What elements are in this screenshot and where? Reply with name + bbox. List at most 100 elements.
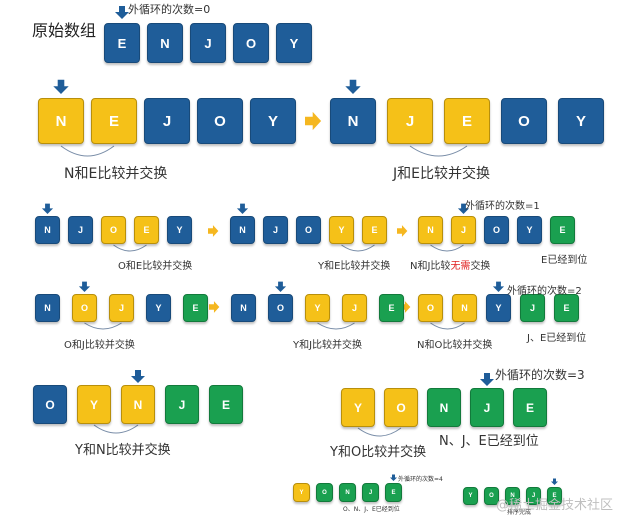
row5-left-box-2: O [316,483,333,502]
row2-c-box-4: Y [517,216,542,244]
row4-right-box-4: J [470,388,504,427]
row2-flow-arrow-2 [397,225,408,237]
row2-c-pointer [457,203,470,214]
row2-a-box-4: E [134,216,159,244]
page-title: 原始数组 [32,21,97,40]
step0-loop-label: 外循环的次数=0 [128,3,211,16]
row3-a-caption: O和J比较并交换 [64,340,135,351]
row1-left-box-3: J [144,98,190,144]
row5-right-box-2: O [484,487,499,505]
row5-right-box-3: N [505,487,520,505]
row3-c-box-5: E [554,294,579,322]
row5-left-pointer [390,474,397,481]
row1-left-caption: N和E比较并交换 [64,166,168,182]
row1-right-box-3: E [444,98,490,144]
row1-left-box-5: Y [250,98,296,144]
row2-c-caption-prefix: N和J比较 [410,261,451,272]
row2-b-box-3: O [296,216,321,244]
row2-b-box-1: N [230,216,255,244]
row4-right-loop-label: 外循环的次数=3 [495,368,585,382]
row4-left-caption: Y和N比较并交换 [75,443,171,458]
row3-b-box-5: E [379,294,404,322]
row3-c-curve [430,322,465,330]
row5-right-box-4: J [526,487,541,505]
row5-left-box-1: Y [293,483,310,502]
row1-left-box-1: N [38,98,84,144]
step0-box-5: Y [276,23,312,63]
row2-a-box-3: O [101,216,126,244]
row3-a-curve [84,322,122,330]
row2-c-box-5: E [550,216,575,244]
row2-b-box-2: J [263,216,288,244]
row2-c-box-2: J [451,216,476,244]
row4-left-box-2: Y [77,385,111,424]
step0-pointer [115,6,129,19]
row3-a-box-3: J [109,294,134,322]
row2-a-pointer [41,203,54,214]
row2-a-box-1: N [35,216,60,244]
row4-right-box-1: Y [341,388,375,427]
row4-left-box-5: E [209,385,243,424]
row2-a-box-5: Y [167,216,192,244]
row2-c-loop-label: 外循环的次数=1 [465,201,540,212]
row4-right-box-3: N [427,388,461,427]
row5-right-pointer [551,478,558,485]
row3-a-box-2: O [72,294,97,322]
row3-b-curve [317,322,355,330]
row2-b-box-4: Y [329,216,354,244]
row3-b-box-4: J [342,294,367,322]
step0-box-4: O [233,23,269,63]
row2-flow-arrow-1 [208,225,219,237]
row4-right-box-2: O [384,388,418,427]
row2-b-curve [341,244,375,252]
row2-b-box-5: E [362,216,387,244]
row2-b-pointer [236,203,249,214]
step0-box-2: N [147,23,183,63]
row3-a-box-5: E [183,294,208,322]
row5-left-box-4: J [362,483,379,502]
row1-left-pointer [53,79,69,94]
row2-c-caption-suffix: 交换 [470,261,491,272]
row1-left-box-4: O [197,98,243,144]
row3-c-note: J、E已经到位 [527,333,587,344]
row2-c-box-3: O [484,216,509,244]
row2-c-box-1: N [418,216,443,244]
row1-right-box-1: N [330,98,376,144]
row3-c-box-1: O [418,294,443,322]
row4-right-curve [357,427,402,437]
row4-right-pointer [480,373,494,386]
row3-a-pointer [78,281,91,292]
row1-left-curve [60,145,115,157]
row5-left-loop-label: 外循环的次数=4 [398,476,443,483]
row5-left-box-5: E [385,483,402,502]
row3-c-box-4: J [520,294,545,322]
row2-a-curve [113,244,147,252]
row1-left-box-2: E [91,98,137,144]
row2-c-caption: N和J比较无需交换 [410,257,490,272]
row1-right-box-2: J [387,98,433,144]
row5-left-note: O、N、J、E已经到位 [343,506,400,513]
row4-right-box-5: E [513,388,547,427]
row5-left-box-3: N [339,483,356,502]
row5-right-note: 排序完成 [507,509,532,516]
row5-right-box-1: Y [463,487,478,505]
row1-right-curve [409,145,468,157]
row4-left-pointer [131,370,145,383]
row4-right-note: N、J、E已经到位 [439,434,539,449]
row2-a-box-2: J [68,216,93,244]
row1-right-caption: J和E比较并交换 [393,166,490,182]
row3-c-caption: N和O比较并交换 [417,340,493,351]
row3-c-pointer [492,281,505,292]
row2-a-caption: O和E比较并交换 [118,261,193,272]
step0-box-1: E [104,23,140,63]
row3-c-box-2: N [452,294,477,322]
row3-b-pointer [274,281,287,292]
row5-right-box-5: E [547,487,562,505]
row2-c-caption-red: 无需 [450,261,471,272]
watermark: @稀土掘金技术社区 [496,498,614,513]
row3-b-box-1: N [231,294,256,322]
row2-c-note: E已经到位 [541,255,588,266]
row4-left-box-1: O [33,385,67,424]
row2-b-caption: Y和E比较并交换 [318,261,391,272]
